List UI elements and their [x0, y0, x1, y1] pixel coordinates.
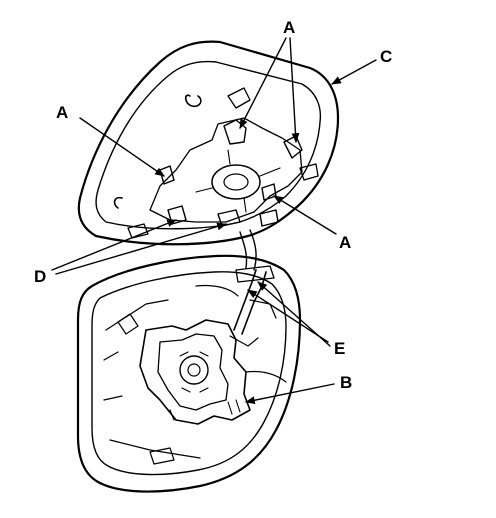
callout-c: C	[380, 47, 392, 66]
callout-a-right: A	[339, 233, 351, 252]
callout-a-left: A	[56, 103, 68, 122]
leader-lines	[51, 37, 377, 405]
callout-b: B	[340, 373, 352, 392]
mirror-holder	[77, 40, 340, 271]
callout-e: E	[334, 339, 345, 358]
callout-d: D	[34, 267, 46, 286]
mirror-housing	[76, 254, 302, 493]
callout-a-top: A	[283, 18, 295, 37]
